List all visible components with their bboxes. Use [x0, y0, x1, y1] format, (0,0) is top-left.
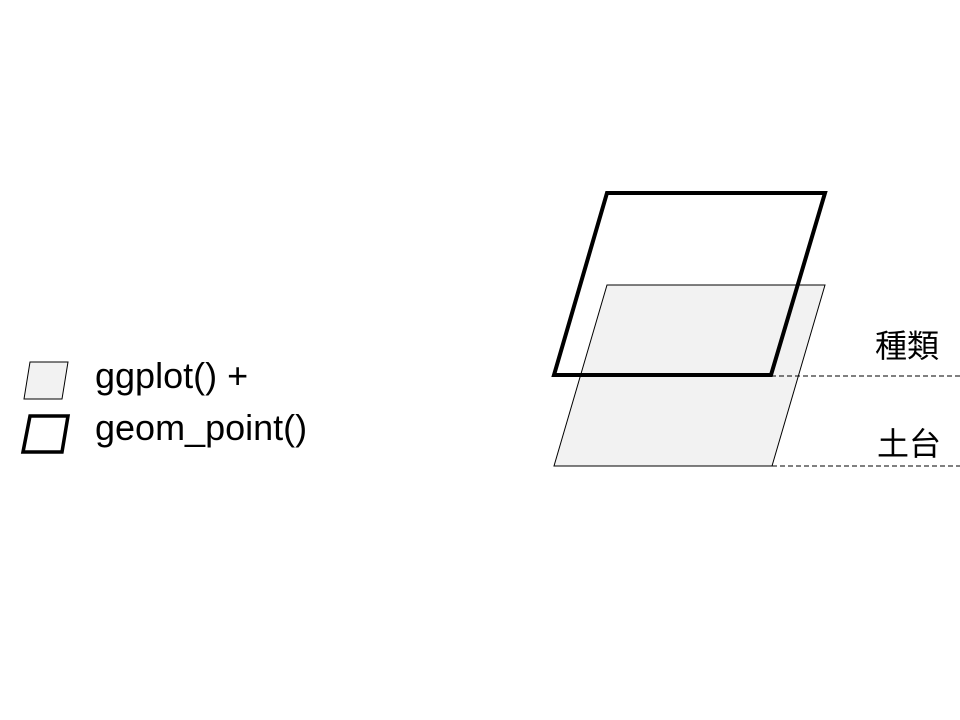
legend-swatch-geom-layer — [20, 414, 71, 454]
legend-label-geom-point: geom_point() — [95, 407, 307, 448]
base-layer-label: 土台 — [877, 425, 941, 463]
legend-label-ggplot: ggplot() + — [95, 355, 248, 396]
legend-swatch-base-layer — [23, 361, 69, 400]
legend: ggplot() + geom_point() — [20, 355, 307, 454]
geom-layer-plane — [551, 191, 828, 377]
geom-layer-label: 種類 — [875, 327, 939, 365]
